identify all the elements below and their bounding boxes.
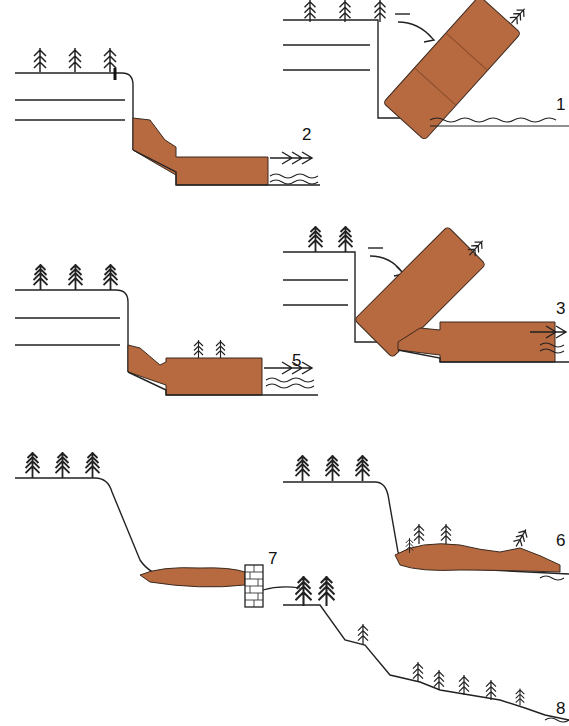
tree-symbol [318,576,334,606]
tree-symbol [434,670,444,690]
tree-symbol [508,5,529,27]
water-surface [266,378,314,388]
tree-symbol [466,237,487,259]
tree-symbol [56,452,70,478]
strata-line [15,100,125,120]
water-surface [263,587,300,590]
movement-arrow [530,326,566,338]
tree-symbol [194,340,203,358]
tree-symbol [441,524,451,544]
tree-symbol [295,576,311,606]
callout-number: 1 [556,96,565,114]
water-surface [540,343,564,353]
tree-symbol [486,680,496,700]
tree-symbol [413,662,423,682]
tree-symbol [356,455,370,481]
tree-symbol [414,524,424,544]
tree-symbol [309,226,323,252]
tree-symbol [34,48,46,72]
tree-symbol [26,452,40,478]
strata-line [283,45,370,70]
tension-crack [114,68,117,80]
ground-line [133,150,320,185]
landslide-body [128,345,262,395]
toppled-block [383,0,521,140]
water-surface [270,174,318,184]
tree-symbol [326,455,340,481]
slope-profile [283,605,569,720]
tree-symbol [69,264,83,290]
tree-symbol [86,452,100,478]
tree-symbol [104,264,118,290]
callout-number: 3 [556,300,565,318]
strata-line [283,280,348,305]
tree-symbol [216,340,225,358]
tree-symbol [340,0,351,22]
ground-line [128,372,318,395]
landslide-body [133,118,268,185]
tree-symbol [406,538,414,553]
tree-symbol [104,48,116,72]
movement-arrow [270,152,312,164]
tree-symbol [34,264,48,290]
slope-profile [15,478,245,580]
brick-pattern [245,565,263,607]
landslide-body [140,568,245,587]
strata-line [15,318,120,345]
callout-number: 5 [292,352,301,370]
tree-symbol [375,0,386,22]
landslide-body [398,322,555,362]
landslide-body [395,544,560,572]
tree-symbol [305,0,316,22]
callout-number: 2 [302,126,311,144]
tree-symbol [459,675,469,695]
tree-symbol [339,226,353,252]
retaining-wall [245,565,263,607]
water-surface [430,118,569,126]
movement-arrow [264,362,312,374]
tree-symbol [512,527,531,549]
water-surface [540,576,564,580]
slip-mark [395,13,410,14]
ground-line [398,350,569,362]
callout-number: 7 [268,550,277,568]
cliff-profile [15,290,128,372]
tree-symbol [516,688,525,705]
callout-number: 6 [556,532,565,550]
topple-arrow [370,256,404,276]
slip-mark [368,247,383,248]
water-surface [545,718,569,722]
tree-symbol [296,455,310,481]
callout-number: 8 [556,700,565,718]
tree-symbol [358,624,368,644]
block-joint [414,33,487,105]
tree-symbol [69,48,81,72]
topple-arrow [398,22,434,42]
cliff-profile [15,73,133,150]
slope-profile [283,482,569,574]
